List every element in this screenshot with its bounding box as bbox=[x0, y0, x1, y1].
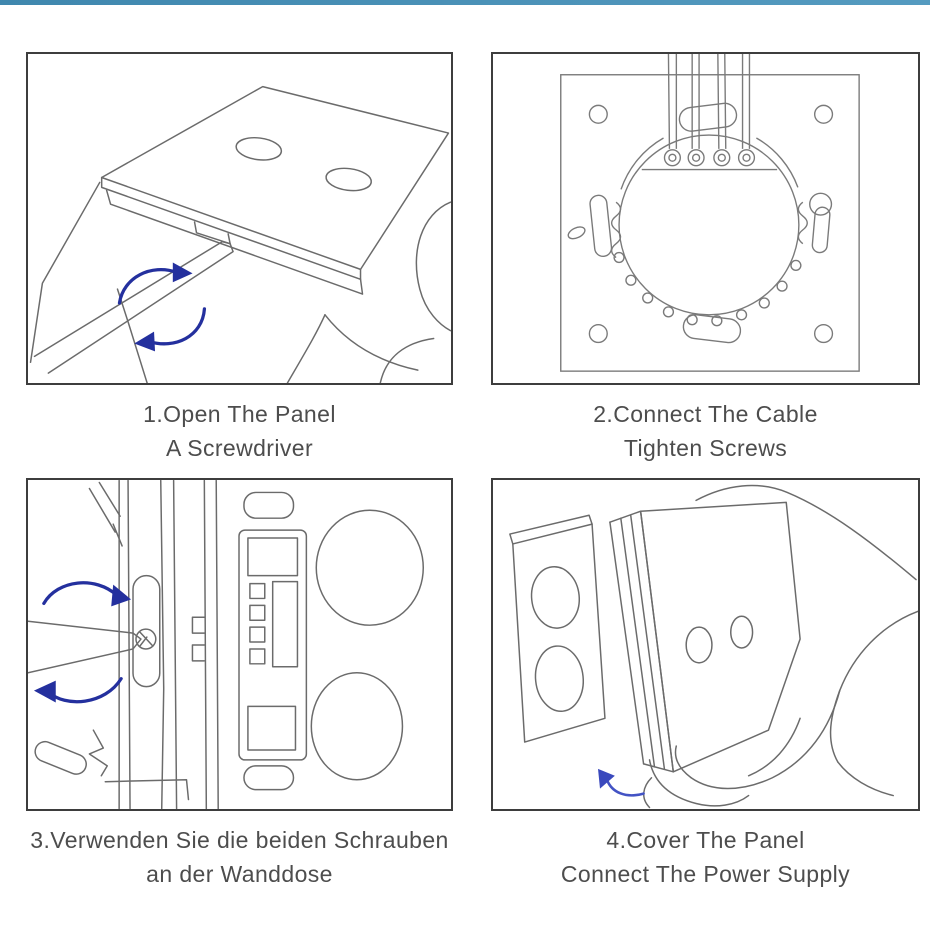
step-2-caption-line2: Tighten Screws bbox=[623, 435, 788, 461]
step-1-illustration bbox=[29, 85, 451, 383]
step-3: 3.Verwenden Sie die beiden Schrauben an … bbox=[26, 478, 453, 904]
rotate-counterclockwise-arrow-icon bbox=[134, 307, 207, 352]
step-2-panel-frame bbox=[491, 52, 920, 385]
installation-steps-grid: 1.Open The Panel A Screwdriver bbox=[0, 52, 930, 904]
step-3-caption-line1: 3.Verwenden Sie die beiden Schrauben bbox=[30, 827, 449, 853]
step-4-illustration bbox=[509, 484, 918, 809]
step-2-caption-line1: 2.Connect The Cable bbox=[593, 401, 818, 427]
step-2-illustration bbox=[560, 54, 860, 372]
rotate-clockwise-arrow-icon bbox=[42, 581, 132, 607]
touch-panel-and-screwdriver-drawing bbox=[29, 85, 451, 383]
wall-box-side-view-drawing bbox=[28, 480, 425, 809]
step-4-panel-frame bbox=[491, 478, 920, 811]
step-3-caption: 3.Verwenden Sie die beiden Schrauben an … bbox=[26, 823, 453, 894]
rotate-clockwise-arrow-icon bbox=[117, 262, 193, 305]
step-4-caption: 4.Cover The Panel Connect The Power Supp… bbox=[491, 823, 920, 894]
step-1-caption: 1.Open The Panel A Screwdriver bbox=[26, 397, 453, 468]
hand-placing-cover-drawing bbox=[509, 484, 918, 809]
step-3-illustration bbox=[28, 480, 425, 809]
step-4-caption-line1: 4.Cover The Panel bbox=[606, 827, 805, 853]
step-1-caption-line1: 1.Open The Panel bbox=[143, 401, 336, 427]
step-1: 1.Open The Panel A Screwdriver bbox=[26, 52, 453, 478]
step-1-caption-line2: A Screwdriver bbox=[165, 435, 314, 461]
step-2: 2.Connect The Cable Tighten Screws bbox=[491, 52, 920, 478]
step-1-panel-frame bbox=[26, 52, 453, 385]
step-4-caption-line2: Connect The Power Supply bbox=[560, 861, 851, 887]
step-3-panel-frame bbox=[26, 478, 453, 811]
insert-direction-arrow-icon bbox=[598, 768, 645, 797]
step-2-caption: 2.Connect The Cable Tighten Screws bbox=[491, 397, 920, 468]
step-4: 4.Cover The Panel Connect The Power Supp… bbox=[491, 478, 920, 904]
rotate-counterclockwise-arrow-icon bbox=[33, 677, 123, 704]
step-3-caption-line2: an der Wanddose bbox=[146, 861, 333, 887]
top-accent-bar bbox=[0, 0, 930, 5]
mounting-plate-drawing bbox=[560, 54, 860, 372]
